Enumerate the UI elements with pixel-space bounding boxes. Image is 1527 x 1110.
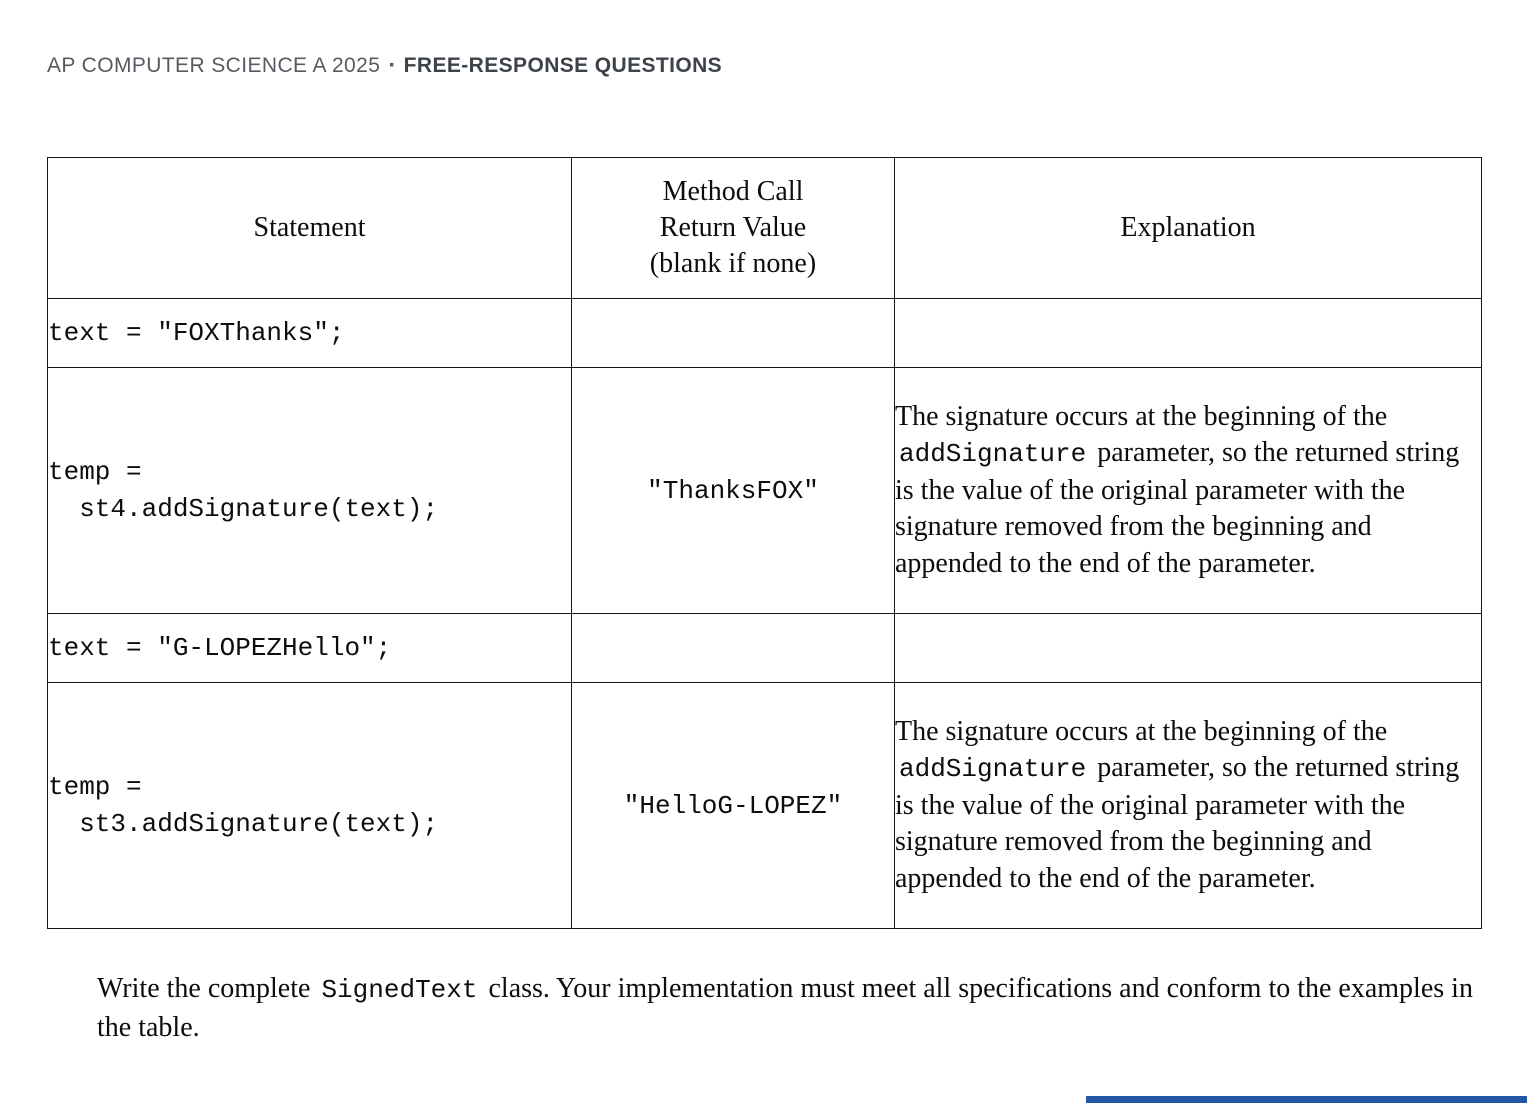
explanation-cell xyxy=(894,298,1482,368)
explanation-text: The signature occurs at the beginning of… xyxy=(895,715,1388,747)
statement-cell: text = "FOXThanks"; xyxy=(47,298,572,368)
table-row: temp = st3.addSignature(text); "HelloG-L… xyxy=(47,682,1482,929)
column-header-return-value: Method Call Return Value (blank if none) xyxy=(571,157,895,299)
statement-cell: text = "G-LOPEZHello"; xyxy=(47,613,572,683)
explanation-text: The signature occurs at the beginning of… xyxy=(895,400,1388,432)
explanation-text: parameter, so the returned string is the… xyxy=(895,437,1460,579)
examples-table: Statement Method Call Return Value (blan… xyxy=(47,157,1482,929)
table-row: text = "FOXThanks"; xyxy=(47,298,1482,368)
footer-rule xyxy=(1086,1096,1527,1103)
header-course-title: AP COMPUTER SCIENCE A 2025 xyxy=(47,54,381,77)
statement-cell: temp = st3.addSignature(text); xyxy=(47,682,572,929)
column-header-explanation: Explanation xyxy=(894,157,1482,299)
header-separator-icon: ▪ xyxy=(389,56,395,72)
inline-code: addSignature xyxy=(899,754,1087,785)
inline-code: addSignature xyxy=(899,439,1087,470)
explanation-cell xyxy=(894,613,1482,683)
return-value-cell xyxy=(571,298,895,368)
return-value-cell xyxy=(571,613,895,683)
table-header-row: Statement Method Call Return Value (blan… xyxy=(47,157,1482,299)
table-row: text = "G-LOPEZHello"; xyxy=(47,613,1482,683)
statement-cell: temp = st4.addSignature(text); xyxy=(47,367,572,614)
column-header-statement: Statement xyxy=(47,157,572,299)
closing-text: class. Your implementation must meet all… xyxy=(97,973,1473,1043)
inline-code: SignedText xyxy=(321,975,478,1005)
document-header: AP COMPUTER SCIENCE A 2025 ▪ FREE-RESPONSE… xyxy=(47,54,722,78)
explanation-cell: The signature occurs at the beginning of… xyxy=(894,682,1482,929)
header-section-title: FREE-RESPONSE QUESTIONS xyxy=(403,54,723,77)
closing-text: Write the complete xyxy=(97,973,318,1004)
explanation-text: parameter, so the returned string is the… xyxy=(895,752,1460,894)
closing-instruction: Write the complete SignedText class. You… xyxy=(97,970,1479,1046)
table-row: temp = st4.addSignature(text); "ThanksFO… xyxy=(47,367,1482,614)
return-value-cell: "ThanksFOX" xyxy=(571,367,895,614)
return-value-cell: "HelloG-LOPEZ" xyxy=(571,682,895,929)
explanation-cell: The signature occurs at the beginning of… xyxy=(894,367,1482,614)
